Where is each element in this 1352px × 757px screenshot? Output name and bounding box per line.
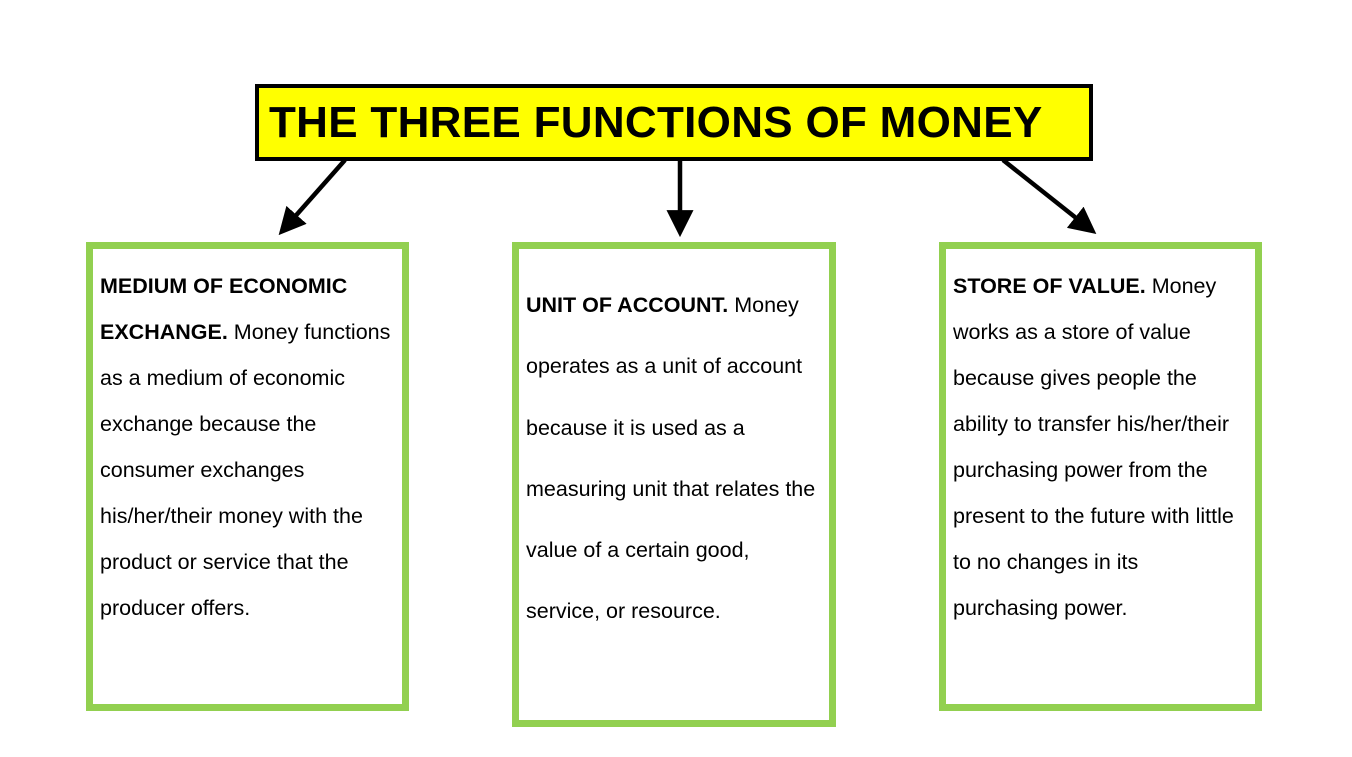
medium-of-exchange-heading: MEDIUM OF ECONOMIC EXCHANGE. xyxy=(100,274,348,344)
medium-of-exchange-card: MEDIUM OF ECONOMIC EXCHANGE. Money funct… xyxy=(86,242,409,711)
unit-of-account-text: UNIT OF ACCOUNT. Money operates as a uni… xyxy=(526,275,819,643)
store-of-value-card: STORE OF VALUE. Money works as a store o… xyxy=(939,242,1262,711)
title-box: THE THREE FUNCTIONS OF MONEY xyxy=(255,84,1093,161)
store-of-value-body: Money works as a store of value because … xyxy=(953,274,1234,620)
unit-of-account-body: Money operates as a unit of account beca… xyxy=(526,293,816,624)
unit-of-account-card: UNIT OF ACCOUNT. Money operates as a uni… xyxy=(512,242,836,727)
unit-of-account-heading: UNIT OF ACCOUNT. xyxy=(526,293,729,317)
store-of-value-text: STORE OF VALUE. Money works as a store o… xyxy=(953,263,1245,631)
arrow-to-medium-of-exchange xyxy=(278,158,347,236)
medium-of-exchange-text: MEDIUM OF ECONOMIC EXCHANGE. Money funct… xyxy=(100,263,392,631)
arrow-to-store-of-value xyxy=(1001,158,1097,235)
store-of-value-heading: STORE OF VALUE. xyxy=(953,274,1146,298)
medium-of-exchange-body: Money functions as a medium of economic … xyxy=(100,320,391,620)
diagram-title: THE THREE FUNCTIONS OF MONEY xyxy=(269,97,1043,147)
